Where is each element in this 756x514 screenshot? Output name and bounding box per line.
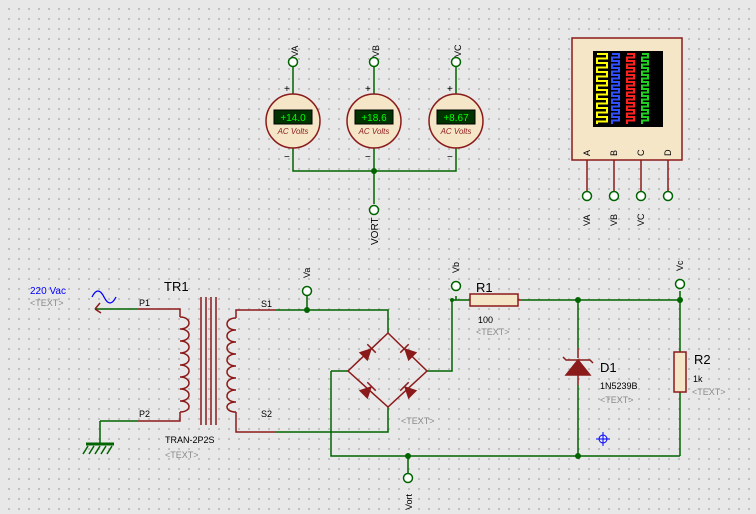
scope-trace-c	[626, 53, 635, 124]
minus-sign: −	[447, 152, 453, 163]
scope-trace-a	[596, 53, 608, 124]
bridge-rectifier[interactable]	[346, 331, 429, 409]
va-terminal[interactable]: Va	[301, 268, 313, 297]
scope-trace-d	[641, 53, 649, 124]
vc-terminal[interactable]: Vc	[674, 260, 686, 290]
zener-d1[interactable]	[562, 348, 594, 385]
tr1-pin-s1: S1	[261, 299, 272, 309]
scope-input-b[interactable]	[608, 190, 620, 202]
r1-text-placeholder: <TEXT>	[476, 327, 510, 337]
scope-channel-pins: A B C D VA VB VC	[581, 149, 674, 226]
probe-net-label: VA	[290, 46, 300, 57]
probe-net-label: VB	[371, 45, 381, 57]
vort-net-label: VORT	[370, 217, 381, 245]
d1-value: 1N5239B	[600, 381, 638, 391]
vort-bottom-net-label: Vort	[404, 493, 414, 510]
r2-value: 1k	[693, 374, 703, 384]
vb-terminal[interactable]: Vb	[450, 262, 462, 292]
probe-net-label: VC	[453, 44, 463, 57]
scope-channel-label: D	[663, 149, 673, 156]
r1-ref: R1	[476, 280, 493, 295]
scope-channel-label: B	[609, 150, 619, 156]
ground-symbol	[82, 421, 114, 455]
voltmeters: VA +14.0 AC Volts + − VB +18.6 AC Volts + − VC +8.6…	[265, 44, 484, 168]
probe-terminal[interactable]	[368, 56, 380, 68]
tr1-pin-p2: P2	[139, 409, 150, 419]
tr1-value: TRAN-2P2S	[165, 435, 215, 445]
tr1-pin-p1: P1	[139, 298, 150, 308]
transformer-tr1[interactable]	[138, 297, 276, 433]
vort-terminal[interactable]: VORT	[368, 204, 382, 246]
voltmeter-va[interactable]: VA +14.0 AC Volts + −	[265, 46, 321, 168]
resistor-r1[interactable]	[469, 293, 522, 307]
tr1-text-placeholder: <TEXT>	[165, 450, 199, 460]
meter-reading: +14.0	[280, 113, 306, 124]
wires	[95, 168, 681, 474]
scope-probe-net-label: VC	[636, 213, 646, 226]
tr1-ref: TR1	[164, 279, 189, 294]
plus-sign: +	[365, 84, 371, 95]
scope-probe-net-label: VA	[582, 215, 592, 226]
meter-lcd	[354, 109, 394, 125]
source-label: 220 Vac	[30, 286, 66, 297]
plus-sign: +	[447, 84, 453, 95]
meter-lcd	[273, 109, 313, 125]
plus-sign: +	[284, 84, 290, 95]
origin-marker-icon	[596, 432, 610, 446]
r2-text-placeholder: <TEXT>	[692, 387, 726, 397]
scope-trace-b	[611, 53, 620, 124]
meter-unit: AC Volts	[440, 127, 472, 136]
scope-channel-label: A	[582, 150, 592, 156]
meter-lcd	[436, 109, 476, 125]
scope-channel-label: C	[636, 149, 646, 156]
r1-value: 100	[478, 315, 493, 325]
d1-ref: D1	[600, 360, 617, 375]
vb-net-label: Vb	[451, 262, 461, 273]
scope-probe-net-label: VB	[609, 214, 619, 226]
r2-ref: R2	[694, 352, 711, 367]
scope-input-c[interactable]	[635, 190, 647, 202]
bridge-text-placeholder: <TEXT>	[401, 416, 435, 426]
meter-unit: AC Volts	[277, 127, 309, 136]
junction-dots	[304, 168, 683, 459]
vort-bottom-terminal[interactable]: Vort	[402, 472, 415, 511]
ac-source[interactable]: 220 Vac <TEXT>	[30, 286, 117, 314]
resistor-r2[interactable]	[673, 351, 687, 393]
scope-traces	[596, 53, 649, 124]
d1-text-placeholder: <TEXT>	[600, 395, 634, 405]
meter-unit: AC Volts	[358, 127, 390, 136]
meter-reading: +18.6	[361, 113, 387, 124]
meter-reading: +8.67	[443, 113, 469, 124]
voltmeter-vb[interactable]: VB +18.6 AC Volts + −	[346, 45, 402, 168]
source-text-placeholder: <TEXT>	[30, 298, 64, 308]
vc-net-label: Vc	[675, 260, 685, 271]
tr1-pin-s2: S2	[261, 409, 272, 419]
scope-input-d[interactable]	[662, 190, 674, 202]
oscilloscope[interactable]: A B C D VA VB VC	[571, 37, 683, 226]
probe-terminal[interactable]	[287, 56, 299, 68]
minus-sign: −	[365, 152, 371, 163]
probe-terminal[interactable]	[450, 56, 462, 68]
minus-sign: −	[284, 152, 290, 163]
va-net-label: Va	[302, 268, 312, 278]
scope-input-a[interactable]	[581, 190, 593, 202]
voltmeter-vc[interactable]: VC +8.67 AC Volts + −	[428, 44, 484, 168]
